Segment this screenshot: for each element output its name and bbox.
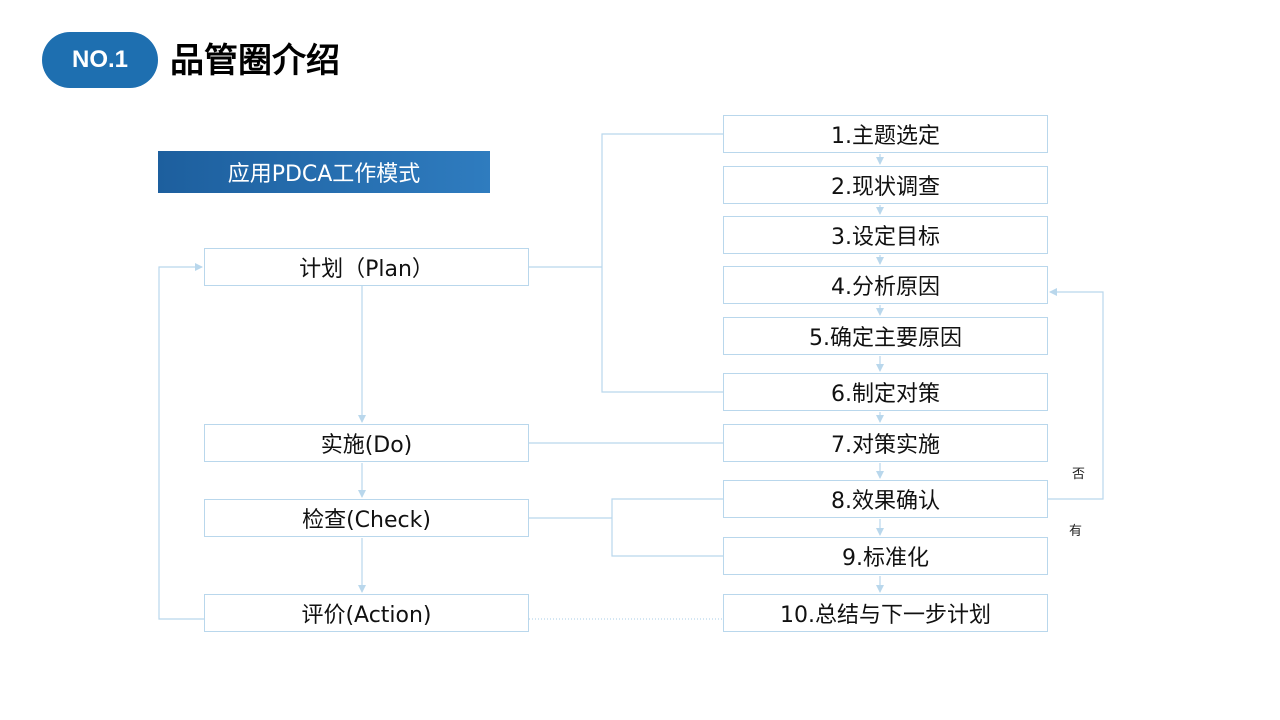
phase-plan: 计划（Plan） bbox=[204, 248, 529, 286]
arrow-feedback-loop bbox=[1048, 288, 1104, 500]
step-10-box: 10.总结与下一步计划 bbox=[723, 594, 1048, 632]
phase-check: 检查(Check) bbox=[204, 499, 529, 537]
step-7-box: 7.对策实施 bbox=[723, 424, 1048, 462]
phase-action: 评价(Action) bbox=[204, 594, 529, 632]
step-3-box: 3.设定目标 bbox=[723, 216, 1048, 254]
page-title: 品管圈介绍 bbox=[170, 41, 340, 81]
plan-bracket bbox=[601, 133, 723, 393]
subtitle-bar: 应用PDCA工作模式 bbox=[158, 151, 490, 193]
step-2-box: 2.现状调查 bbox=[723, 166, 1048, 204]
phase-do: 实施(Do) bbox=[204, 424, 529, 462]
step-4-box: 4.分析原因 bbox=[723, 266, 1048, 304]
section-number-badge: NO.1 bbox=[42, 32, 158, 88]
step-5-box: 5.确定主要原因 bbox=[723, 317, 1048, 355]
step-8-box: 8.效果确认 bbox=[723, 480, 1048, 518]
check-bracket bbox=[611, 498, 723, 557]
feedback-no-label: 否 bbox=[1072, 467, 1086, 482]
feedback-yes-label: 有 bbox=[1069, 524, 1083, 539]
step-1-box: 1.主题选定 bbox=[723, 115, 1048, 153]
step-9-box: 9.标准化 bbox=[723, 537, 1048, 575]
arrow-action-to-plan bbox=[158, 263, 204, 620]
step-6-box: 6.制定对策 bbox=[723, 373, 1048, 411]
